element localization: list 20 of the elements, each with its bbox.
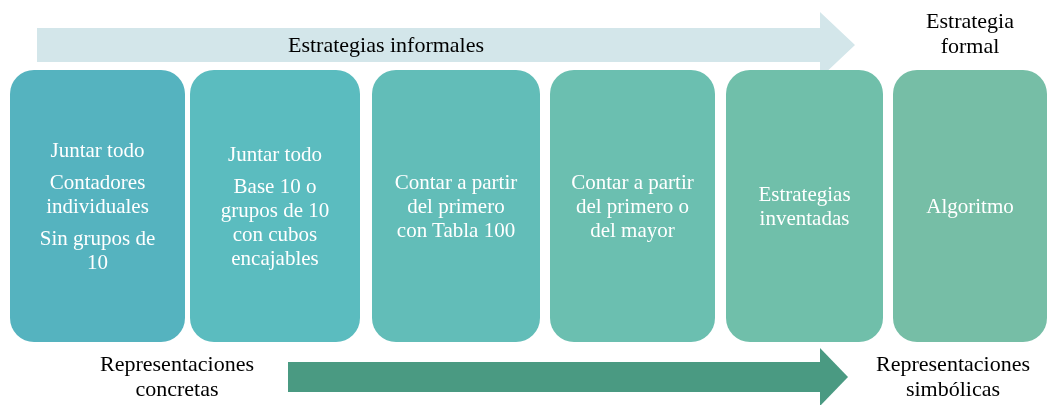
strategy-card: [10, 70, 185, 342]
card-text: Base 10 o grupos de 10 con cubos encajables: [219, 173, 331, 271]
strategy-card: [726, 70, 883, 342]
heading-text: Estrategia formal: [925, 8, 1015, 59]
card-text: Contar a partir del primero o del mayor: [570, 169, 695, 243]
card-text: Sin grupos de 10: [38, 226, 157, 275]
card-text: Contar a partir del primero con Tabla 100: [393, 169, 519, 243]
representation-label: Representaciones simbólicas: [875, 350, 1031, 402]
representation-label: Representaciones concretas: [99, 350, 255, 402]
card-text: Contadores individuales: [45, 169, 150, 219]
thick-arrow: [288, 348, 848, 405]
strategy-card: [893, 70, 1047, 342]
card-text: Juntar todo: [50, 137, 145, 162]
card-text: Estrategias inventadas: [757, 181, 852, 231]
strategy-card: [372, 70, 540, 342]
strategy-card: [190, 70, 360, 342]
card-text: Juntar todo: [228, 141, 322, 166]
strategy-card: [550, 70, 715, 342]
banner-text: Estrategias informales: [287, 32, 485, 58]
card-text: Algoritmo: [926, 193, 1014, 219]
